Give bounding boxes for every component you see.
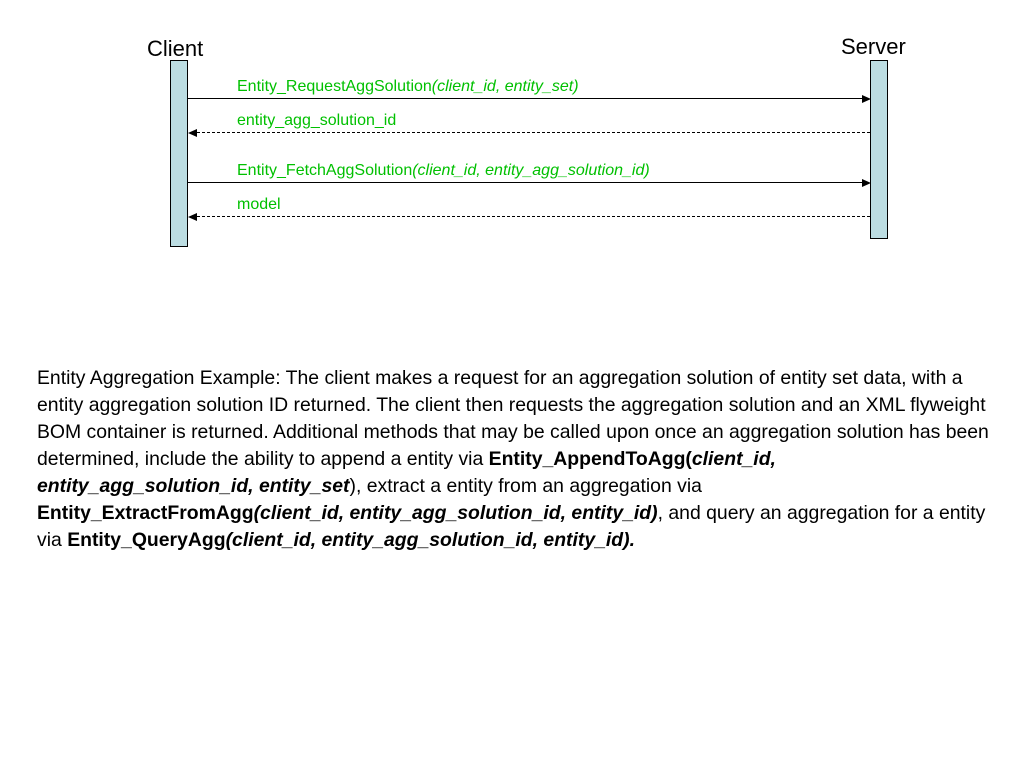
method-extract-name: Entity_ExtractFromAgg bbox=[37, 502, 254, 524]
description-text-2: , extract a entity from an aggregation v… bbox=[355, 475, 702, 497]
method-append-params: client_id, entity_agg_solution_id, entit… bbox=[37, 448, 776, 497]
message-params: (client_id, entity_set) bbox=[431, 78, 579, 95]
message-name: Entity_RequestAggSolution bbox=[237, 78, 432, 95]
message-params: (client_id, entity_agg_solution_id) bbox=[412, 162, 650, 179]
arrowhead-left bbox=[188, 212, 197, 221]
description-paragraph: Entity Aggregation Example: The client m… bbox=[37, 365, 992, 554]
method-append-close: ) bbox=[349, 475, 356, 497]
method-query-params: (client_id, entity_agg_solution_id, enti… bbox=[225, 529, 635, 551]
message-name: Entity_FetchAggSolution bbox=[237, 162, 413, 179]
method-append-name: Entity_AppendToAgg( bbox=[488, 448, 692, 470]
client-lifeline bbox=[170, 60, 188, 247]
message-name: entity_agg_solution_id bbox=[237, 112, 397, 129]
method-extract-params: (client_id, entity_agg_solution_id, enti… bbox=[253, 502, 658, 524]
arrowhead-right bbox=[862, 178, 871, 187]
message-model-label: model bbox=[237, 197, 281, 213]
arrowhead-left bbox=[188, 128, 197, 137]
message-request-agg-solution-label: Entity_RequestAggSolution(client_id, ent… bbox=[237, 79, 579, 95]
description-intro: Entity Aggregation Example: The client m… bbox=[37, 367, 989, 470]
method-query-name: Entity_QueryAgg bbox=[67, 529, 226, 551]
arrowhead-right bbox=[862, 94, 871, 103]
server-lifeline bbox=[870, 60, 888, 239]
message-fetch-agg-solution-label: Entity_FetchAggSolution(client_id, entit… bbox=[237, 163, 650, 179]
message-agg-solution-id-label: entity_agg_solution_id bbox=[237, 113, 396, 129]
message-model-arrow bbox=[197, 216, 870, 217]
description-text-3: , and query an aggregation for a entity … bbox=[37, 502, 986, 551]
message-request-agg-solution-arrow bbox=[188, 98, 862, 99]
server-actor-label: Server bbox=[841, 34, 906, 59]
message-name: model bbox=[237, 196, 281, 213]
client-actor-label: Client bbox=[147, 36, 204, 61]
message-fetch-agg-solution-arrow bbox=[188, 182, 862, 183]
message-agg-solution-id-arrow bbox=[197, 132, 870, 133]
